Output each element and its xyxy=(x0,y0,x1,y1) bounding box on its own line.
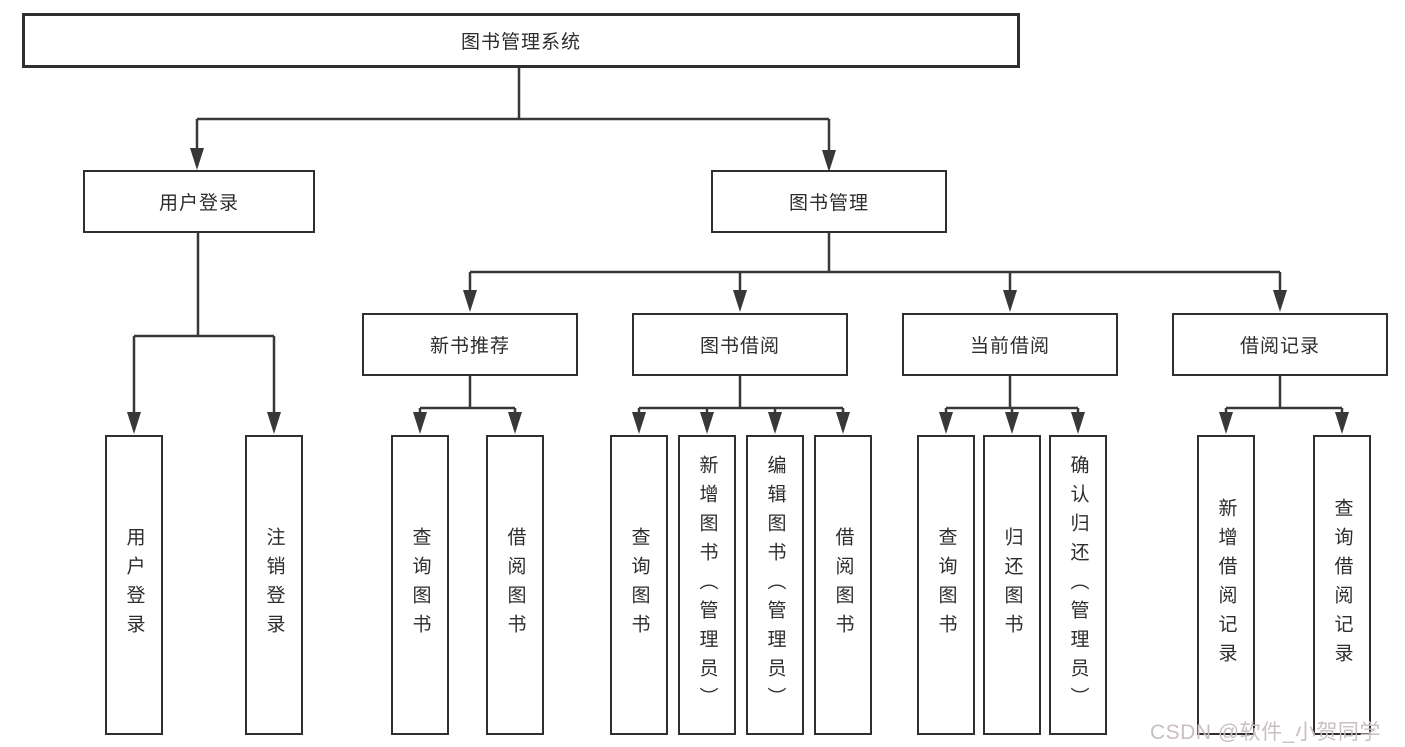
node-user-login: 用户登录 xyxy=(83,170,315,233)
leaf-return-books: 归还图书 xyxy=(983,435,1041,735)
arrowhead xyxy=(632,412,646,434)
arrowheads xyxy=(127,148,1349,434)
connector-current-borrow-group xyxy=(944,376,1080,414)
leaf-confirm-return-admin-label: 确认归还（管理员） xyxy=(1067,454,1089,716)
connector-user-login-group xyxy=(132,232,276,414)
leaf-borrow-books-2: 借阅图书 xyxy=(814,435,872,735)
node-root: 图书管理系统 xyxy=(22,13,1020,68)
arrowhead xyxy=(768,412,782,434)
leaf-user-login-label: 用户登录 xyxy=(123,527,145,643)
node-current-borrow: 当前借阅 xyxy=(902,313,1118,376)
node-book-borrow: 图书借阅 xyxy=(632,313,848,376)
node-book-borrow-label: 图书借阅 xyxy=(699,336,780,357)
arrowhead xyxy=(1005,412,1019,434)
leaf-add-books-admin-label: 新增图书（管理员） xyxy=(696,454,718,716)
connector-borrow-records-group xyxy=(1224,376,1344,414)
arrowhead xyxy=(822,150,836,172)
leaf-borrow-books-1-label: 借阅图书 xyxy=(504,527,526,643)
arrowhead xyxy=(508,412,522,434)
arrowhead xyxy=(1071,412,1085,434)
leaf-query-books-1: 查询图书 xyxy=(391,435,449,735)
node-user-login-label: 用户登录 xyxy=(158,193,239,214)
leaf-logout-login: 注销登录 xyxy=(245,435,303,735)
connector-root-to-level2 xyxy=(195,68,831,152)
node-new-book-recommend: 新书推荐 xyxy=(362,313,578,376)
csdn-watermark: CSDN @软件_小贺同学 xyxy=(1150,721,1381,744)
arrowhead xyxy=(939,412,953,434)
leaf-query-books-2-label: 查询图书 xyxy=(628,527,650,643)
node-borrow-records: 借阅记录 xyxy=(1172,313,1388,376)
node-current-borrow-label: 当前借阅 xyxy=(969,336,1050,357)
arrowhead xyxy=(267,412,281,434)
leaf-query-books-3-label: 查询图书 xyxy=(935,527,957,643)
node-borrow-records-label: 借阅记录 xyxy=(1239,336,1320,357)
arrowhead xyxy=(1003,290,1017,312)
node-root-label: 图书管理系统 xyxy=(460,32,581,53)
leaf-add-borrow-record-label: 新增借阅记录 xyxy=(1215,498,1237,672)
arrowhead xyxy=(1273,290,1287,312)
node-book-management-label: 图书管理 xyxy=(788,193,869,214)
leaf-add-borrow-record: 新增借阅记录 xyxy=(1197,435,1255,735)
connector-new-book-group xyxy=(418,376,517,414)
leaf-query-books-2: 查询图书 xyxy=(610,435,668,735)
leaf-query-borrow-record: 查询借阅记录 xyxy=(1313,435,1371,735)
leaf-edit-books-admin-label: 编辑图书（管理员） xyxy=(764,454,786,716)
arrowhead xyxy=(700,412,714,434)
leaf-add-books-admin: 新增图书（管理员） xyxy=(678,435,736,735)
leaf-user-login: 用户登录 xyxy=(105,435,163,735)
arrowhead xyxy=(733,290,747,312)
node-book-management: 图书管理 xyxy=(711,170,947,233)
leaf-borrow-books-2-label: 借阅图书 xyxy=(832,527,854,643)
arrowhead xyxy=(1219,412,1233,434)
arrowhead xyxy=(127,412,141,434)
arrowhead xyxy=(190,148,204,170)
leaf-query-borrow-record-label: 查询借阅记录 xyxy=(1331,498,1353,672)
leaf-confirm-return-admin: 确认归还（管理员） xyxy=(1049,435,1107,735)
connector-book-borrow-group xyxy=(637,376,845,414)
leaf-logout-login-label: 注销登录 xyxy=(263,527,285,643)
leaf-query-books-1-label: 查询图书 xyxy=(409,527,431,643)
node-new-book-recommend-label: 新书推荐 xyxy=(429,336,510,357)
arrowhead xyxy=(836,412,850,434)
arrowhead xyxy=(413,412,427,434)
arrowhead xyxy=(1335,412,1349,434)
leaf-borrow-books-1: 借阅图书 xyxy=(486,435,544,735)
arrowhead xyxy=(463,290,477,312)
leaf-return-books-label: 归还图书 xyxy=(1001,527,1023,643)
leaf-edit-books-admin: 编辑图书（管理员） xyxy=(746,435,804,735)
connector-book-mgmt-to-level3 xyxy=(468,233,1282,292)
leaf-query-books-3: 查询图书 xyxy=(917,435,975,735)
